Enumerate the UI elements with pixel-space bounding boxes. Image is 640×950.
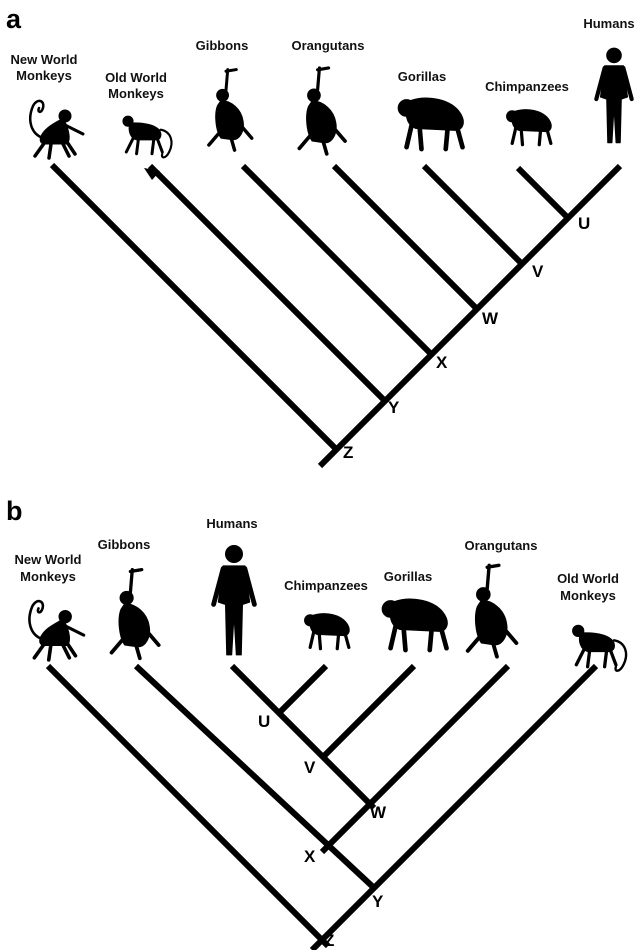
branch-old-world-monkeys [147, 163, 386, 402]
taxon-label: Gibbons [196, 38, 249, 53]
knuckle-walking-ape-icon [398, 98, 463, 149]
branch-gorillas [421, 163, 523, 265]
taxon-label: Chimpanzees [284, 578, 368, 593]
main-stem-humans [317, 163, 623, 469]
taxon-label: Orangutans [465, 538, 538, 553]
node-label-z: Z [324, 931, 334, 950]
node-label-y: Y [388, 398, 400, 417]
node-label-v: V [532, 262, 544, 281]
arrow-head [144, 168, 160, 180]
panel-a: a New World Monkeys Old World [6, 4, 635, 469]
taxon-label: Humans [583, 16, 634, 31]
hanging-ape-icon [468, 565, 517, 656]
branch-orangutans [319, 663, 511, 855]
node-label-u: U [258, 712, 270, 731]
node-label-u: U [578, 214, 590, 233]
hanging-ape-icon [112, 570, 159, 659]
tree-b-branches [45, 663, 599, 950]
node-label-y: Y [372, 892, 384, 911]
taxon-labels-a: New World Monkeys Old World Monkeys Gibb… [11, 16, 635, 101]
branch-orangutans [331, 163, 481, 313]
taxon-label: Old World [105, 70, 167, 85]
panel-letter-a: a [6, 4, 22, 34]
taxon-label: Monkeys [560, 588, 616, 603]
hanging-ape-icon [299, 68, 345, 154]
taxon-label: Old World [557, 571, 619, 586]
knuckle-walking-ape-icon [302, 611, 352, 651]
branch-old-world-monkeys [309, 663, 599, 950]
taxon-labels-b: New World Monkeys Gibbons Humans Chimpan… [15, 516, 619, 603]
taxon-label: Gibbons [98, 537, 151, 552]
taxon-label: Monkeys [20, 569, 76, 584]
human-icon [596, 48, 631, 143]
silhouettes-a [28, 48, 631, 160]
node-label-z: Z [343, 443, 353, 462]
branch-gorillas [319, 663, 417, 761]
taxon-label: Humans [206, 516, 257, 531]
taxon-label: Orangutans [292, 38, 365, 53]
node-label-x: X [436, 353, 448, 372]
knuckle-walking-ape-icon [382, 599, 447, 650]
taxon-label: Gorillas [398, 69, 446, 84]
knuckle-walking-ape-icon [504, 107, 554, 147]
branch-chimpanzees [515, 165, 569, 219]
branch-gibbons [133, 663, 375, 889]
node-labels-b: U V W X Y Z [258, 712, 387, 950]
hanging-ape-icon [209, 70, 252, 151]
branch-gibbons [240, 163, 435, 358]
monkey-icon [28, 99, 85, 160]
branch-new-world-monkeys [45, 663, 331, 949]
taxon-label: Gorillas [384, 569, 432, 584]
branch-chimpanzees [277, 663, 329, 715]
monkey-icon [120, 114, 174, 160]
node-label-x: X [304, 847, 316, 866]
monkey-icon [27, 599, 86, 662]
branch-humans [229, 663, 377, 811]
human-icon [214, 546, 255, 655]
taxon-label: New World [15, 552, 82, 567]
taxon-label: Monkeys [16, 68, 72, 83]
monkey-icon [570, 623, 628, 673]
tree-a-branches [49, 162, 623, 469]
silhouettes-b [27, 546, 628, 673]
branch-new-world-monkeys [49, 162, 338, 451]
taxon-label: Monkeys [108, 86, 164, 101]
node-label-w: W [370, 803, 387, 822]
panel-b: b New World Monkeys Gibbons Humans [6, 496, 628, 950]
node-label-v: V [304, 758, 316, 777]
taxon-label: Chimpanzees [485, 79, 569, 94]
node-labels-a: U V W X Y Z [343, 214, 590, 462]
panel-letter-b: b [6, 496, 23, 526]
node-label-w: W [482, 309, 499, 328]
taxon-label: New World [11, 52, 78, 67]
